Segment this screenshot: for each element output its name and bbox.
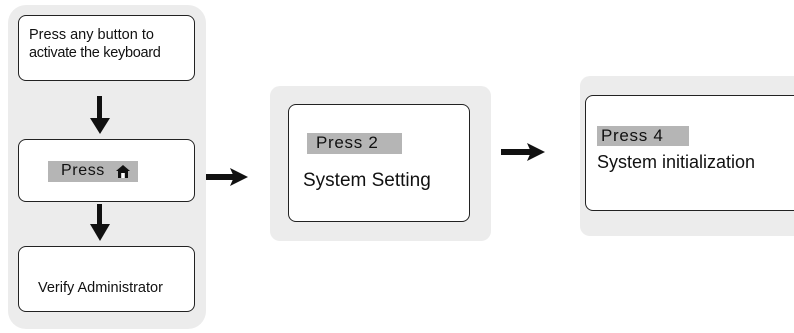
verify-administrator-label: Verify Administrator bbox=[38, 280, 163, 296]
arrow-right-icon bbox=[501, 143, 545, 161]
system-setting-label: System Setting bbox=[303, 170, 431, 191]
activate-keyboard-box bbox=[18, 15, 195, 81]
activate-line-1: Press any button to bbox=[29, 27, 154, 43]
activate-line-2: activate the keyboard bbox=[29, 45, 161, 61]
system-setting-screen bbox=[288, 104, 470, 222]
verify-administrator-box bbox=[18, 246, 195, 312]
press-home-label: Press bbox=[61, 162, 105, 179]
press-2-label: Press 2 bbox=[316, 133, 379, 152]
arrow-down-icon bbox=[90, 96, 110, 134]
system-init-label: System initialization bbox=[597, 152, 756, 172]
system-init-screen bbox=[585, 95, 794, 211]
arrow-right-icon bbox=[206, 168, 248, 186]
home-key-icon bbox=[116, 165, 130, 178]
arrow-down-icon bbox=[90, 204, 110, 241]
press-2-highlight bbox=[307, 133, 402, 154]
press-4-highlight bbox=[597, 126, 689, 146]
press-home-highlight bbox=[48, 161, 138, 182]
press-4-label: Press 4 bbox=[601, 126, 664, 145]
